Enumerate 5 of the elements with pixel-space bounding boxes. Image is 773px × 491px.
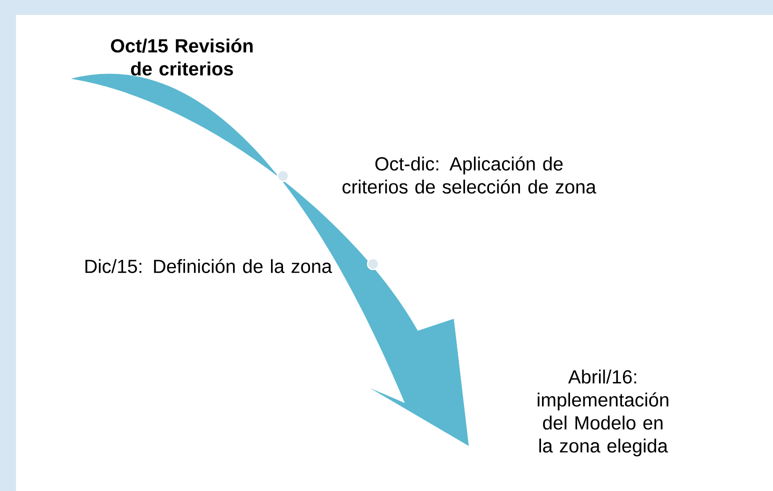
timeline-label: Dic/15: Definición de la zona <box>85 258 332 274</box>
curved-arrow <box>70 74 469 446</box>
timeline-label: Oct-dic: Aplicación de criterios de selección de zona <box>342 156 596 194</box>
timeline-label: Oct/15 Revisión de criterios <box>110 38 253 76</box>
timeline-label: Abril/16: implementación del Modelo en la zona elegida <box>538 370 668 456</box>
